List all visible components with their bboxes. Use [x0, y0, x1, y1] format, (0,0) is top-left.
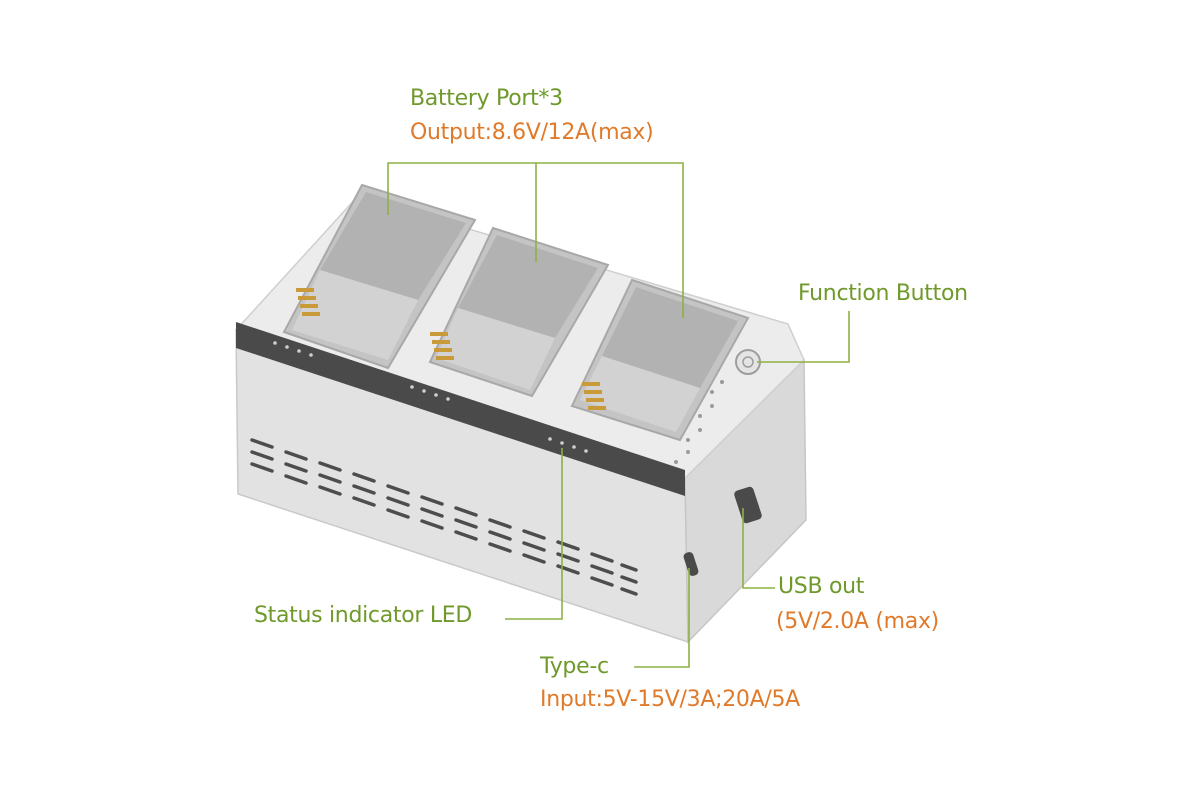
- charger-hub: [234, 183, 807, 644]
- battery-slot-3: [570, 278, 750, 442]
- battery-slot-1: [282, 183, 477, 370]
- usb-out-spec: (5V/2.0A (max): [776, 609, 939, 634]
- status-led-title: Status indicator LED: [254, 603, 473, 628]
- leader-lines: [387, 162, 850, 668]
- type-c-port: [683, 552, 699, 576]
- type-c-spec: Input:5V-15V/3A;20A/5A: [540, 687, 800, 712]
- vent-grille: [250, 438, 638, 596]
- led-panel: [236, 322, 685, 496]
- battery-port-title: Battery Port*3: [410, 86, 563, 111]
- battery-port-spec: Output:8.6V/12A(max): [410, 120, 654, 145]
- type-c-title: Type-c: [540, 654, 609, 679]
- function-button-leader: [757, 311, 850, 363]
- function-button[interactable]: [735, 349, 761, 375]
- status-led-leader: [505, 448, 563, 620]
- function-button-title: Function Button: [798, 281, 968, 306]
- usb-out-leader: [742, 508, 775, 589]
- status-led-dots: [273, 341, 588, 453]
- usb-out-title: USB out: [778, 574, 865, 599]
- usb-out-port: [734, 486, 762, 524]
- battery-slot-2: [428, 226, 610, 398]
- type-c-leader: [634, 568, 690, 668]
